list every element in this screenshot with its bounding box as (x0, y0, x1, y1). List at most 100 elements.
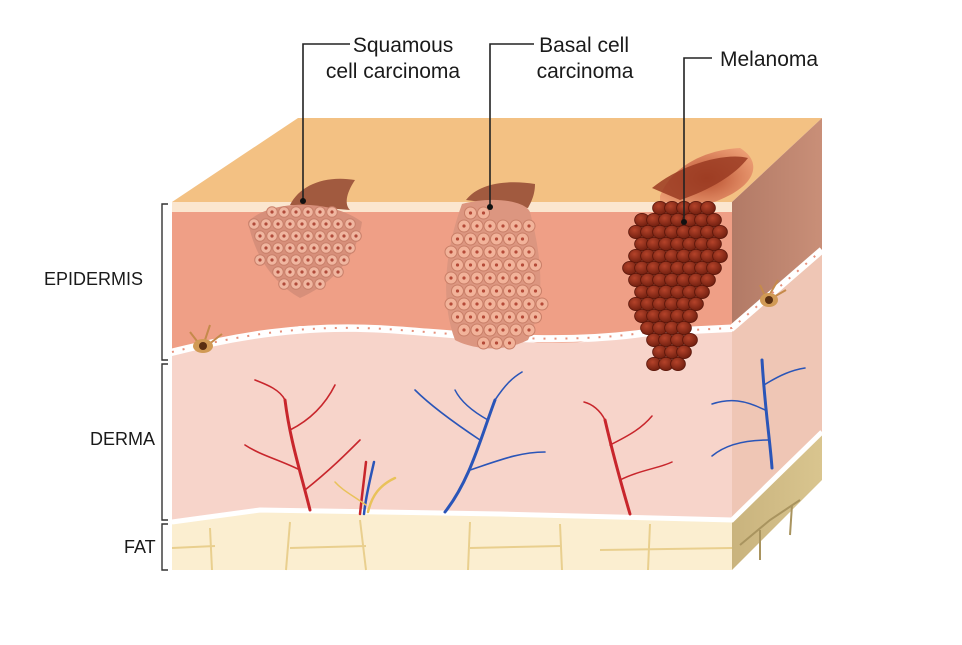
squamous-cell-nucleus (306, 234, 310, 238)
squamous-cell-nucleus (318, 210, 322, 214)
melanoma-cell (706, 212, 722, 227)
basal-cell-nucleus (514, 328, 518, 332)
melanoma-cell (706, 236, 722, 251)
fat-cells (171, 519, 733, 571)
basal-cell-nucleus (488, 250, 492, 254)
basal-cell-nucleus (520, 315, 525, 319)
basal-cell-nucleus (455, 289, 460, 293)
basement-membrane (171, 247, 825, 356)
squamous-cell-nucleus (258, 258, 262, 262)
basal-cell-nucleus (527, 302, 531, 306)
squamous-cell-nucleus (330, 258, 334, 262)
basal-cell-nucleus (533, 263, 538, 267)
squamous-cell-nucleus (300, 246, 304, 250)
squamous-cell-nucleus (330, 210, 334, 214)
basal-cell-nucleus (520, 289, 525, 293)
basal-cell-nucleus (540, 302, 544, 306)
basal-cell-nucleus (481, 341, 486, 345)
fat-label: FAT (124, 537, 156, 557)
basal-cell-nucleus (449, 250, 453, 254)
squamous-cell-nucleus (270, 234, 274, 238)
squamous-cell-nucleus (270, 210, 274, 214)
side-fat (732, 432, 822, 570)
basal-cell-nucleus (462, 250, 466, 254)
squamous-cell-nucleus (348, 246, 352, 250)
basal-cell-nucleus (514, 302, 518, 306)
basal-cell-nucleus (494, 263, 499, 267)
basal-cell-nucleus (527, 224, 531, 228)
squamous-cell-nucleus (276, 270, 280, 274)
melanoma-cell (700, 272, 716, 287)
basal-cell-nucleus (494, 237, 499, 241)
squamous-cell-nucleus (252, 222, 256, 226)
basal-cell-nucleus (468, 263, 473, 267)
squamous-cell-nucleus (276, 222, 280, 226)
melanoma-cell (676, 320, 692, 335)
squamous-cell-nucleus (276, 246, 280, 250)
squamous-cell-nucleus (300, 222, 304, 226)
basal-cell-nucleus (533, 315, 538, 319)
artery-1 (244, 379, 361, 512)
basal-cell-nucleus (468, 237, 473, 241)
basal-cell-nucleus (507, 263, 512, 267)
artery-2 (583, 401, 673, 516)
basal-cell-nucleus (501, 250, 505, 254)
callout-dots (300, 198, 687, 225)
melanoma-cell (682, 308, 698, 323)
basal-cell-nucleus (455, 237, 460, 241)
squamous-cell-nucleus (336, 222, 340, 226)
basal-cell-nucleus (481, 263, 486, 267)
squamous-cell-nucleus (282, 234, 286, 238)
basal-cell-nucleus (475, 328, 479, 332)
melanoma-cell (676, 344, 692, 359)
basal-label: Basal cell carcinoma (537, 34, 635, 83)
basal-cell-nucleus (481, 211, 486, 215)
layer-brackets (161, 203, 168, 571)
squamous-cell-nucleus (348, 222, 352, 226)
squamous-cell-nucleus (342, 258, 346, 262)
squamous-cell-nucleus (288, 222, 292, 226)
melanoma-label: Melanoma (720, 48, 818, 71)
basal-cell-nucleus (527, 250, 531, 254)
squamous-cell-nucleus (282, 258, 286, 262)
basal-cell-nucleus (501, 224, 505, 228)
squamous-cell-nucleus (336, 270, 340, 274)
basal-cell-nucleus (449, 302, 453, 306)
derma-fat-boundary (171, 430, 824, 525)
melanoma-cell (670, 356, 686, 371)
surface-edge (172, 202, 732, 212)
squamous-cell-nucleus (312, 222, 316, 226)
nerve-bundle (334, 460, 397, 516)
squamous-cell-nucleus (306, 210, 310, 214)
basal-cell-nucleus (527, 276, 531, 280)
basal-cell-nucleus (475, 250, 479, 254)
basal-cell-nucleus (507, 315, 512, 319)
squamous-cell-nucleus (306, 258, 310, 262)
basal-cell-nucleus (488, 328, 492, 332)
basal-cell-nucleus (494, 315, 499, 319)
basal-cell-nucleus (462, 224, 466, 228)
basal-cell-nucleus (507, 237, 512, 241)
basal-cell-nucleus (494, 289, 499, 293)
basal-cell-nucleus (481, 289, 486, 293)
basal-cell-nucleus (501, 302, 505, 306)
melanoma-cell (688, 296, 704, 311)
basal-cell-nucleus (507, 341, 512, 345)
basal-cell-nucleus (475, 276, 479, 280)
basal-cell-nucleus (468, 315, 473, 319)
basal-cell-nucleus (494, 341, 499, 345)
basal-cell-nucleus (468, 289, 473, 293)
squamous-label: Squamous cell carcinoma (326, 34, 461, 83)
squamous-cell-nucleus (294, 282, 298, 286)
basal-cell-nucleus (520, 263, 525, 267)
side-epidermis (732, 118, 822, 328)
basal-cell-carcinoma (444, 182, 549, 350)
melanocyte-left (189, 324, 223, 353)
squamous-cell-nucleus (264, 246, 268, 250)
basal-cell-nucleus (514, 250, 518, 254)
squamous-cell-nucleus (312, 246, 316, 250)
basal-cell-nucleus (455, 315, 460, 319)
basal-cell-nucleus (520, 237, 525, 241)
squamous-cell-nucleus (318, 234, 322, 238)
